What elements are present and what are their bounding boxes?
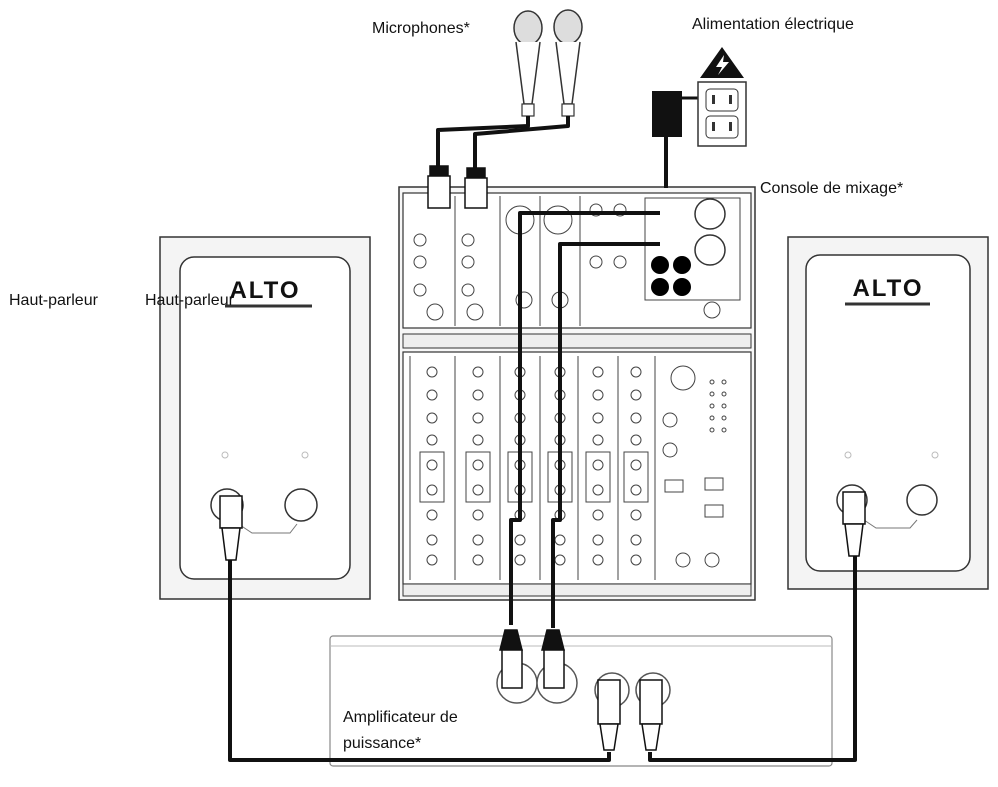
power-supply	[652, 47, 747, 147]
speaker-right: ALTO	[787, 236, 989, 590]
microphones	[513, 9, 583, 117]
label-microphones: Microphones*	[372, 20, 470, 37]
connectors	[219, 165, 866, 751]
cables	[228, 116, 857, 762]
label-speaker-1: Haut-parleur	[9, 292, 98, 309]
label-amplifier-line2: puissance*	[343, 735, 422, 752]
microphone-2	[553, 9, 583, 117]
label-amplifier: Amplificateur de puissance*	[343, 705, 458, 757]
label-amplifier-line1: Amplificateur de	[343, 709, 458, 726]
mixing-console	[398, 186, 756, 601]
microphone-1	[513, 10, 543, 117]
speaker-right-logo: ALTO	[852, 275, 923, 302]
speaker-left-logo: ALTO	[229, 277, 300, 304]
label-speaker-2: Haut-parleur	[145, 292, 234, 309]
label-mixer: Console de mixage*	[760, 180, 904, 197]
label-power-supply: Alimentation électrique	[692, 16, 854, 33]
